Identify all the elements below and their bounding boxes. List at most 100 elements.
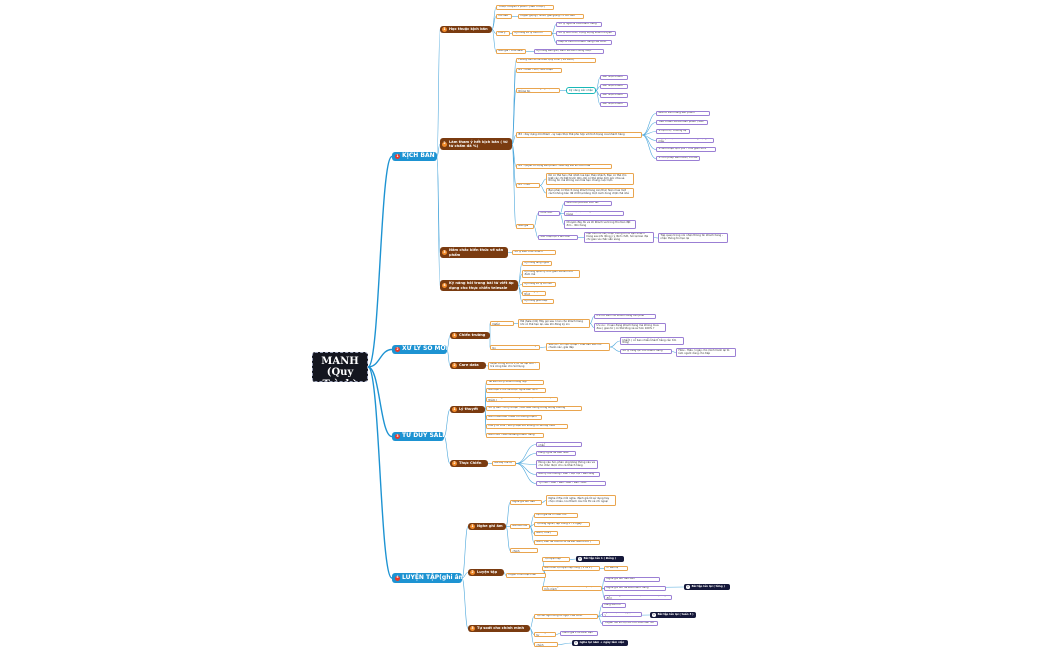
leaf-node[interactable]: Bán ( bán để của tôi từ về kết điều trướ… <box>534 540 600 545</box>
leaf-node[interactable]: Giải tư vấn mang sản phẩm <box>656 111 710 116</box>
leaf-node[interactable]: Đánh giá 1 là đánh bận <box>560 631 598 636</box>
leaf-node[interactable]: Bản thân tự luyện tập cùng ( 1 vs 1 ) <box>542 566 600 571</box>
leaf-node[interactable]: Bán bạn 1 khi đề Được nghe Bán dịch <box>486 388 546 393</box>
leaf-node[interactable]: Nghe ghi âm đầu tiên <box>604 577 660 582</box>
leaf-node[interactable]: + Cho phép Bảo hành/ Ưu đãi <box>656 156 700 161</box>
leaf-node[interactable]: Luyện giọng / nhấn, giải giọng...3 mở đầ… <box>518 14 584 19</box>
leaf-node[interactable]: Bảo giá - chốt sale <box>496 49 526 54</box>
leaf-node[interactable]: Kỹ năng xử lý câu nói <box>512 31 552 36</box>
leaf-node[interactable]: Tỷ chức - Bảo - Bảo - Bảo - Bảo - Bảo <box>536 481 606 486</box>
milestone-node[interactable]: ◎Bài tập lần 1 ( Đồng ) <box>576 556 624 562</box>
leaf-node[interactable]: Thuộc chuyên 3 phần - (Sau Thuộc) <box>496 5 554 10</box>
leaf-node[interactable]: B3 : Xây dựng mối thảm - Lý luận thực th… <box>516 132 642 138</box>
leaf-node[interactable]: Sau đó - tổ chức thuật - triết vấn xét c… <box>546 343 610 351</box>
leaf-node[interactable]: Ra đây mà tự <box>492 461 516 466</box>
leaf-node[interactable]: Truyền lưu so nội đối cho thao đến nói <box>602 621 658 626</box>
leaf-node[interactable]: Ưu chỉ bán cho khách hàng cần phải <box>594 314 656 319</box>
milestone-node[interactable]: ◎Bài tập lần lại ( từng ) <box>684 584 730 590</box>
leaf-node[interactable]: Tự cần nghĩ từng lời ngọc của mình <box>534 614 598 619</box>
leaf-node[interactable]: Mở (Sale Data) <box>490 321 514 326</box>
leaf-node[interactable]: Nó có thể hạn chế nhất của bạn thân khác… <box>546 173 634 185</box>
leaf-node[interactable]: Nghe ở file mới nghe, đánh giá lời sử dụ… <box>546 495 616 506</box>
leaf-node[interactable]: Chốt đơn <box>538 211 560 216</box>
milestone-node[interactable]: ◎nghe lại năm + ngày làm việc <box>572 640 628 646</box>
leaf-node[interactable]: Đáp từ câu nói khách hàng của mình <box>556 40 612 45</box>
leaf-node[interactable]: Giải tỏa Quá Bất Đốn tác <box>564 201 612 206</box>
leaf-node[interactable]: Kỹ năng giao tiếp <box>522 299 554 304</box>
leaf-node[interactable]: Kỹ năng quản lý thời gian và tâm thu đam… <box>522 270 580 278</box>
leaf-node[interactable]: B1 : Chào - Xin / Giới thiệu <box>516 68 562 73</box>
leaf-node[interactable]: Thời câu hỏi mở - khai thác thông tin <box>490 345 540 350</box>
leaf-node[interactable]: Bán bán lưu chinh <box>510 548 538 553</box>
leaf-node[interactable]: B5 : chốt <box>516 183 540 188</box>
leaf-node[interactable]: Lắng nghe để Bảo hiểu <box>536 451 576 456</box>
root-node[interactable]: SALE MANH (Quy Trình) <box>312 352 368 382</box>
leaf-node[interactable]: Ưu ưu : Vì sao đang khách hàng mà không … <box>594 323 666 332</box>
leaf-node[interactable]: Định giá về 1 chiếc mở <box>534 513 578 518</box>
leaf-node[interactable]: Luyện ở kế hoạch lần <box>506 573 546 578</box>
leaf-node[interactable]: Bán chốt - bảo đá sang khách hàng <box>486 433 544 438</box>
leaf-node[interactable]: Bảo lý lưu hướng - Đến - Gọi Hội - Bán l… <box>536 472 600 477</box>
leaf-node[interactable]: Tự lắng nghe / lập trong 3 - 5 ngày <box>534 522 590 527</box>
milestone-node[interactable]: ◎Bài tập lần lại ( tuần 3 ) <box>650 612 696 618</box>
leaf-node[interactable]: Tự luyện tập <box>542 557 570 562</box>
leaf-node[interactable]: Xử lý tình hình, trọng lượng khách truyệ… <box>556 31 616 36</box>
leaf-node[interactable]: Ở Bản tặ <box>604 566 628 571</box>
leaf-node[interactable]: Lắng bản nở <box>602 603 626 608</box>
leaf-node[interactable]: Mở đầu <box>496 14 512 19</box>
leaf-node[interactable]: xác nhận khách <box>600 75 628 80</box>
leaf-node[interactable]: Chuyển đầy đủ về lời Khách về trong thủ … <box>564 220 636 229</box>
leaf-node[interactable]: Để (Sale mới) Hãy gọi sau 1 lần cho khác… <box>518 319 590 328</box>
leaf-node[interactable]: Hiểu - Hiểu / ngày cho mình hành lại tỏ … <box>676 348 736 357</box>
leaf-node[interactable]: Nghe file ghi âm của mình, bản ý luận hơ… <box>542 586 602 591</box>
leaf-node[interactable]: Lưu ý từ chối , lưu lý luận khi không có… <box>486 424 568 429</box>
leaf-node[interactable]: Tỷ và 2 tạo khi ( gặp nhau ) <box>602 612 642 617</box>
leaf-node[interactable]: B4 : Quyết tư dụng sản phẩm - Bảo lấy vế… <box>516 164 612 169</box>
leaf-node[interactable]: + Quyết định mua 60% - Dung lượng mẫu <box>656 138 714 143</box>
leaf-node[interactable]: Bên hưởng đến vẫn lòng với 80% ( Đám với… <box>486 397 558 402</box>
leaf-node[interactable]: Nghe ghi âm đầu <box>510 500 542 505</box>
leaf-node[interactable]: Xử lý dung như 1 ngày cũng tự hỏi mình k… <box>620 337 684 345</box>
leaf-node[interactable]: Lưu bản nửa chính <box>534 642 558 647</box>
leaf-node[interactable]: Nghe file ghi âm nửa lưu lại chính mình … <box>604 595 672 600</box>
leaf-node[interactable]: xác nhận khách <box>600 84 628 89</box>
leaf-node[interactable]: Kỹ năng lý thụt <box>522 291 546 296</box>
leaf-node[interactable]: xác nhận khách <box>600 102 628 107</box>
leaf-node[interactable]: Đúng câu hỏi, phản ứng bằng thông câu và… <box>536 460 598 469</box>
leaf-node[interactable]: Xác nhận lại thông tin mua của Khách hàn… <box>564 211 624 216</box>
leaf-node[interactable]: Hướng dẫn số dễ theo Quy trình ( 10 bước… <box>516 58 596 63</box>
leaf-node[interactable]: Tài sản Xử lý Khách hàng hợp <box>486 380 544 385</box>
leaf-node[interactable]: Đánh giá lưu tự <box>534 632 556 637</box>
leaf-node[interactable]: Bán ( Hoá ) <box>534 531 558 536</box>
leaf-node[interactable]: Tiêu chuẩn và tiến sản phẩm / bảo <box>656 120 708 125</box>
leaf-node[interactable]: Bán nhiều bao nhiêu Xử dưỡng mạnh <box>486 415 542 420</box>
leaf-node[interactable]: Lưu ý <box>496 31 510 36</box>
leaf-node[interactable]: B2 : Tư vấn - lắng nghe / hỏi thông tin <box>516 88 560 93</box>
leaf-node[interactable]: Kỹ năng báo giá / bám và dẫn chúng được <box>534 49 604 54</box>
leaf-node[interactable]: Xử lý ngắn & của khách hàng <box>556 22 602 27</box>
leaf-node[interactable]: Nhận trong khi tổ 1 từ đủ đại tính - trả… <box>488 362 540 370</box>
leaf-node[interactable]: xác nhận khách <box>600 93 628 98</box>
leaf-node[interactable]: Xử lý tiền - đồ lý thuận , tiết điều lươ… <box>486 406 582 411</box>
leaf-node[interactable]: Xử lý kiến thức khách <box>512 250 556 255</box>
leaf-node[interactable]: Kỹ năng lắng nghe <box>522 261 552 266</box>
leaf-node[interactable]: Xác nhận lại 1 lần nữa <box>538 235 578 240</box>
leaf-node[interactable]: Tập quan trọng nói nhận thông tin khách … <box>658 233 728 243</box>
leaf-node[interactable]: Bạn phải có thể rõ ràng khách hàng cần t… <box>546 188 634 198</box>
leaf-node[interactable]: Kỹ năng xử lý từ chối <box>522 282 556 287</box>
